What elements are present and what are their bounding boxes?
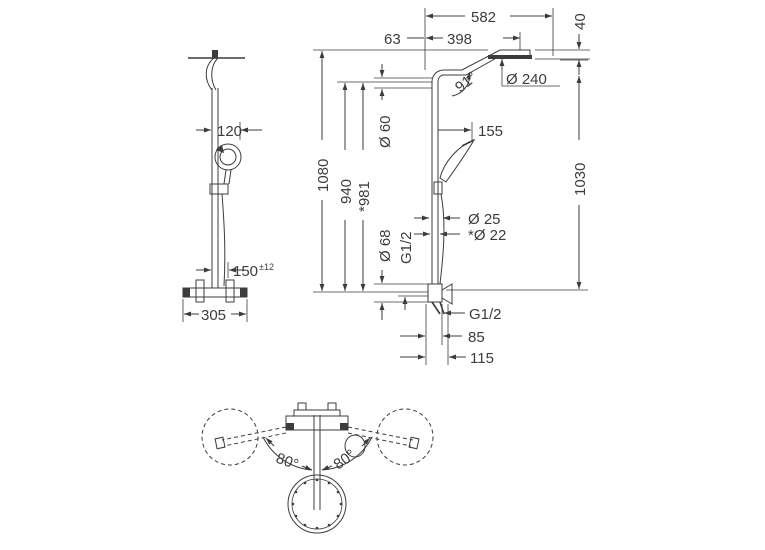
hand-shower-holder [209,183,229,195]
dim-305: 305 [201,307,226,324]
overhead-arm-side [431,49,531,88]
overhead-shower-side [488,55,532,59]
dim-25: Ø 25 [468,211,501,228]
hand-shower-side [439,139,476,183]
dim-40: 40 [572,13,589,30]
thermostat-top [293,409,341,417]
dim-150-tolerance: ±12 [259,262,274,272]
dim-398: 398 [447,31,472,48]
dim-63: 63 [384,31,401,48]
hand-shower-top [344,434,366,458]
hose [221,193,226,287]
dim-150: 150 [233,263,258,280]
arm-swung-left [221,426,287,441]
dim-940: 940 [338,179,355,204]
dim-22: *Ø 22 [468,227,506,244]
angle-left-label: 80° [274,450,301,474]
thermostat-body [182,287,248,298]
overhead-shower-top-circle [287,474,347,534]
angle-right-label: 80° [331,446,359,473]
dim-115: 115 [470,350,494,367]
front-view: 120 150 ±12 305 [182,50,274,324]
nozzle-dots [291,478,343,530]
dim-68: Ø 68 [377,229,394,262]
hose-side [439,193,445,285]
dim-60: Ø 60 [377,115,394,148]
dim-120: 120 [217,123,242,140]
hand-shower-head-front [214,143,242,171]
swivel-right-circle [376,408,434,466]
dim-1080: 1080 [315,159,332,192]
head-connector [212,50,218,58]
dim-85: 85 [468,329,485,346]
shower-arm-curve [205,57,215,91]
dim-91-deg: 91° [452,69,480,96]
top-view: 80° 80° [201,402,434,534]
dim-582: 582 [471,9,496,26]
dim-981: *981 [356,181,373,212]
dim-g12-horizontal: G1/2 [469,306,502,323]
dim-1030: 1030 [572,163,589,196]
dim-g12-vertical: G1/2 [398,231,415,264]
dim-155: 155 [478,123,503,140]
dim-240: Ø 240 [506,71,547,88]
swivel-left-circle [201,408,259,466]
valve-side [427,283,443,303]
side-view: 582 398 63 40 Ø 240 91° Ø 60 155 [313,8,590,367]
arm-swung-right [347,426,414,441]
holder-side [433,181,443,195]
